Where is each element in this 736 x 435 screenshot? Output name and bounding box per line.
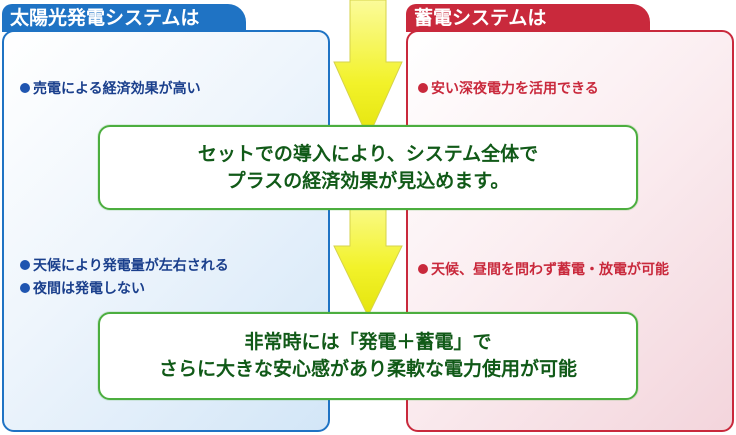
bullet-dot-icon	[20, 260, 30, 270]
solar-bullet-text: 夜間は発電しない	[33, 281, 145, 297]
callout-line: プラスの経済効果が見込めます。	[226, 169, 510, 192]
bullet-dot-icon	[418, 264, 428, 274]
bullet-dot-icon	[418, 83, 428, 93]
storage-bullet-item: 安い深夜電力を活用できる	[418, 80, 599, 98]
solar-bullet-item: 売電による経済効果が高い	[20, 80, 201, 98]
emergency-benefit-callout: 非常時には「発電＋蓄電」で さらに大きな安心感があり柔軟な電力使用が可能	[98, 312, 638, 400]
solar-system-title: 太陽光発電システムは	[2, 4, 246, 32]
down-arrow-icon	[333, 194, 403, 318]
callout-line: 非常時には「発電＋蓄電」で	[244, 331, 492, 353]
bullet-dot-icon	[20, 83, 30, 93]
storage-bullet-text: 安い深夜電力を活用できる	[431, 81, 599, 97]
callout-line: セットでの導入により、システム全体で	[197, 142, 539, 165]
combined-benefit-callout: セットでの導入により、システム全体で プラスの経済効果が見込めます。	[98, 125, 638, 210]
storage-system-title: 蓄電システムは	[406, 4, 650, 32]
solar-bullet-item: 夜間は発電しない	[20, 280, 145, 298]
solar-bullet-text: 天候により発電量が左右される	[33, 258, 229, 274]
storage-bullet-item: 天候、昼間を問わず蓄電・放電が可能	[418, 261, 669, 279]
solar-bullet-item: 天候により発電量が左右される	[20, 257, 229, 275]
storage-bullet-text: 天候、昼間を問わず蓄電・放電が可能	[431, 262, 669, 278]
callout-line: さらに大きな安心感があり柔軟な電力使用が可能	[158, 358, 577, 380]
bullet-dot-icon	[20, 283, 30, 293]
solar-bullet-text: 売電による経済効果が高い	[33, 81, 201, 97]
down-arrow-icon	[333, 0, 403, 140]
